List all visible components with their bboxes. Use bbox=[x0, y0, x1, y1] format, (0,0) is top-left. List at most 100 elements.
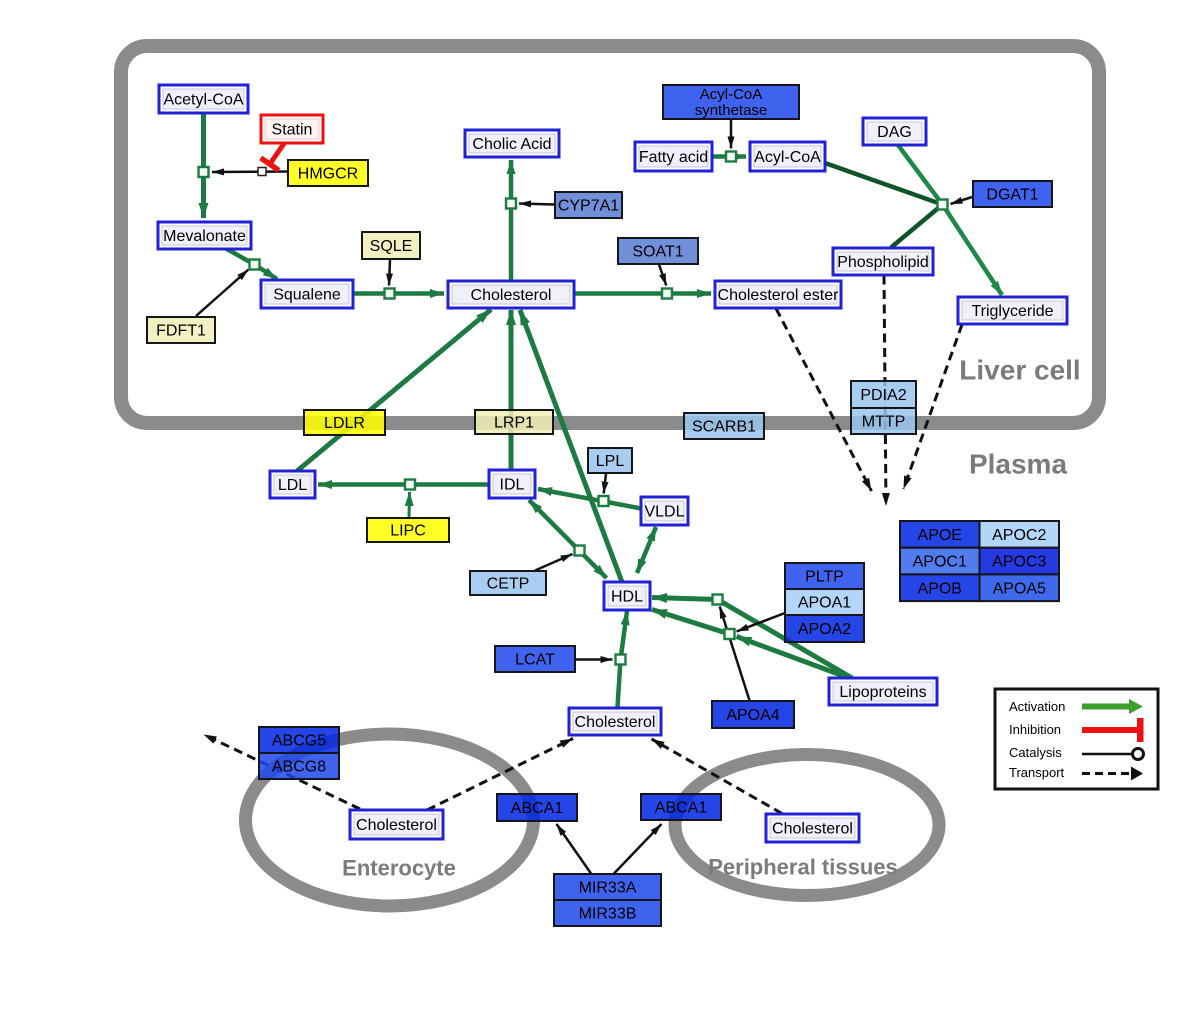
node-idl[interactable]: IDL bbox=[487, 468, 537, 500]
node-label: ABCG5 bbox=[272, 733, 326, 750]
node-vldl[interactable]: VLDL bbox=[639, 495, 690, 527]
node-ldl[interactable]: LDL bbox=[268, 469, 317, 500]
edge-phospholipid-transport-transport bbox=[881, 275, 890, 507]
node-apoc2[interactable]: APOC2 bbox=[978, 520, 1060, 549]
node-apoc1[interactable]: APOC1 bbox=[899, 546, 981, 576]
node-pdia2[interactable]: PDIA2 bbox=[850, 380, 917, 409]
node-cholic-acid[interactable]: Cholic Acid bbox=[463, 128, 561, 159]
node-box bbox=[784, 614, 865, 643]
node-hdl[interactable]: HDL bbox=[602, 580, 652, 612]
node-cetp[interactable]: CETP bbox=[469, 570, 547, 596]
node-cyp7a1[interactable]: CYP7A1 bbox=[554, 191, 623, 219]
node-box-inner bbox=[451, 284, 571, 305]
node-label: SQLE bbox=[370, 238, 413, 255]
node-label: DAG bbox=[877, 124, 912, 141]
node-apoe[interactable]: APOE bbox=[899, 520, 981, 549]
node-label: Phospholipid bbox=[837, 254, 929, 271]
node-dgat1[interactable]: DGAT1 bbox=[972, 180, 1053, 208]
edge-mir33-abca1r-catalysis bbox=[613, 823, 663, 875]
node-label: APOC3 bbox=[992, 554, 1046, 571]
node-lipoproteins[interactable]: Lipoproteins bbox=[827, 676, 939, 707]
node-box-inner bbox=[832, 681, 934, 702]
node-box-inner bbox=[607, 585, 647, 607]
node-cholesterol-plasma[interactable]: Cholesterol bbox=[567, 706, 663, 737]
node-label: ABCA1 bbox=[511, 800, 564, 817]
node-squalene[interactable]: Squalene bbox=[259, 278, 355, 310]
node-label: Statin bbox=[272, 122, 313, 139]
node-sqle[interactable]: SQLE bbox=[361, 231, 421, 260]
legend-activation-arrowhead-icon bbox=[1129, 699, 1143, 714]
anchor-a-lipc bbox=[403, 478, 417, 491]
node-label-line2: synthetase bbox=[695, 102, 768, 119]
node-apoa5[interactable]: APOA5 bbox=[978, 573, 1060, 603]
node-apoa2[interactable]: APOA2 bbox=[784, 614, 865, 643]
node-abca1-right[interactable]: ABCA1 bbox=[640, 793, 722, 821]
edge-lipoproteins-anchor-activation bbox=[735, 634, 861, 685]
node-dag[interactable]: DAG bbox=[861, 116, 928, 147]
edge-statin-inhibition-inhibition bbox=[259, 142, 287, 173]
edge-acylcoa-phospholipid-activation bbox=[824, 160, 947, 250]
node-box bbox=[850, 380, 917, 409]
node-cholesterol-ester[interactable]: Cholesterol ester bbox=[713, 279, 843, 310]
node-mttp[interactable]: MTTP bbox=[850, 407, 917, 435]
anchor-a-lpl bbox=[597, 494, 610, 508]
node-lipc[interactable]: LIPC bbox=[366, 517, 450, 543]
node-ldlr[interactable]: LDLR bbox=[303, 409, 386, 436]
node-box bbox=[258, 726, 340, 754]
node-scarb1[interactable]: SCARB1 bbox=[683, 412, 765, 440]
legend-label-transport: Transport bbox=[1009, 765, 1065, 780]
node-box bbox=[617, 237, 699, 265]
node-cholesterol-liver[interactable]: Cholesterol bbox=[446, 279, 576, 310]
node-lcat[interactable]: LCAT bbox=[494, 645, 576, 673]
node-mir33a[interactable]: MIR33A bbox=[553, 873, 662, 901]
node-box bbox=[978, 573, 1060, 603]
node-apoa4[interactable]: APOA4 bbox=[711, 700, 795, 729]
node-abcg5[interactable]: ABCG5 bbox=[258, 726, 340, 754]
node-cholesterol-enterocyte[interactable]: Cholesterol bbox=[348, 808, 445, 841]
edge-mir33-abca1l-catalysis bbox=[555, 823, 593, 875]
node-box-inner bbox=[492, 473, 532, 495]
edge-cholesterolester-transport-transport bbox=[774, 307, 873, 492]
node-cholesterol-peripheral[interactable]: Cholesterol bbox=[764, 812, 861, 844]
anchor-a-apoa4 bbox=[711, 593, 724, 606]
node-label: LIPC bbox=[390, 523, 426, 540]
node-triglyceride[interactable]: Triglyceride bbox=[956, 295, 1069, 326]
node-mevalonate[interactable]: Mevalonate bbox=[156, 220, 253, 251]
anchor-a-cyp7a1 bbox=[504, 197, 518, 210]
node-lrp1[interactable]: LRP1 bbox=[474, 409, 554, 435]
node-pltp[interactable]: PLTP bbox=[784, 562, 865, 590]
node-label: Acyl-CoA bbox=[700, 86, 763, 103]
node-mir33b[interactable]: MIR33B bbox=[553, 899, 662, 927]
node-apoc3[interactable]: APOC3 bbox=[978, 546, 1060, 576]
node-box bbox=[587, 447, 633, 474]
anchor-a-soat1 bbox=[660, 287, 674, 300]
node-label: Fatty acid bbox=[639, 149, 708, 166]
node-acetyl-coa[interactable]: Acetyl-CoA bbox=[157, 83, 250, 115]
anchor-a-cetp bbox=[573, 544, 586, 557]
node-phospholipid[interactable]: Phospholipid bbox=[831, 246, 935, 277]
node-statin[interactable]: Statin bbox=[259, 113, 325, 145]
node-apoa1[interactable]: APOA1 bbox=[784, 588, 865, 616]
node-label: SOAT1 bbox=[632, 244, 683, 261]
node-label: CYP7A1 bbox=[558, 198, 619, 215]
node-hmgcr[interactable]: HMGCR bbox=[287, 159, 369, 187]
node-label: IDL bbox=[500, 477, 525, 494]
node-label: Acetyl-CoA bbox=[163, 92, 243, 109]
node-abca1-left[interactable]: ABCA1 bbox=[496, 793, 578, 822]
node-lpl[interactable]: LPL bbox=[587, 447, 633, 474]
node-fdft1[interactable]: FDFT1 bbox=[146, 316, 216, 344]
node-box bbox=[850, 407, 917, 435]
node-label: LDL bbox=[278, 477, 307, 494]
legend-label-catalysis: Catalysis bbox=[1009, 745, 1062, 760]
node-label: APOC2 bbox=[992, 527, 1046, 544]
node-apob[interactable]: APOB bbox=[899, 573, 981, 603]
node-acyl-coa[interactable]: Acyl-CoA bbox=[748, 140, 827, 173]
node-soat1[interactable]: SOAT1 bbox=[617, 237, 699, 265]
node-box bbox=[640, 793, 722, 821]
node-box-inner bbox=[769, 817, 856, 839]
legend-catalysis-circle-icon bbox=[1131, 747, 1145, 761]
node-fatty-acid[interactable]: Fatty acid bbox=[633, 140, 714, 173]
node-abcg8[interactable]: ABCG8 bbox=[258, 752, 340, 780]
